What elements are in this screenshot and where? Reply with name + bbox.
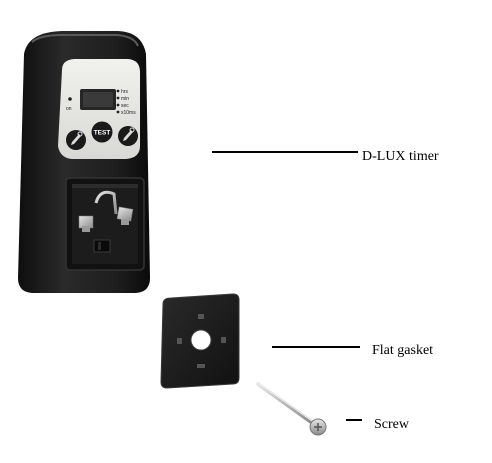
ground-clip	[94, 190, 118, 215]
indicator-dot-sec	[116, 103, 120, 107]
timer-label: D-LUX timer	[362, 149, 439, 164]
indicator-dot-hrs	[116, 89, 120, 93]
d-lux-timer-device: hrs min sec x10ms on TEST	[18, 31, 150, 293]
flat-gasket	[160, 293, 240, 389]
indicator-label-hrs: hrs	[121, 89, 128, 95]
gasket-slot	[197, 364, 205, 368]
screw-callout-line	[346, 419, 362, 421]
gasket-center-hole	[190, 329, 212, 351]
on-led-icon	[68, 97, 72, 101]
indicator-dot-min	[116, 96, 120, 100]
gasket-callout-line	[272, 346, 360, 348]
indicator-dot-x10ms	[116, 110, 120, 114]
connector-pin-right	[116, 206, 134, 225]
pencil-icon	[123, 130, 133, 141]
indicator-label-sec: sec	[121, 103, 129, 109]
on-label: on	[66, 106, 72, 112]
decrease-button[interactable]	[66, 130, 86, 150]
gasket-label: Flat gasket	[372, 343, 434, 358]
increase-button[interactable]	[118, 126, 138, 146]
indicator-label-min: min	[121, 96, 129, 102]
screw-label: Screw	[374, 417, 409, 432]
timer-callout-line	[212, 151, 358, 153]
test-button[interactable]: TEST	[91, 121, 113, 143]
screw	[256, 382, 327, 436]
gasket-slot	[198, 314, 204, 319]
phillips-icon	[314, 423, 322, 431]
gasket-slot	[177, 338, 182, 344]
pencil-icon	[71, 134, 81, 145]
connector-slot	[93, 239, 111, 253]
connector-pin-left	[78, 215, 94, 232]
test-button-label: TEST	[94, 130, 111, 137]
gasket-slot	[221, 337, 226, 343]
indicator-label-x10ms: x10ms	[121, 110, 136, 116]
